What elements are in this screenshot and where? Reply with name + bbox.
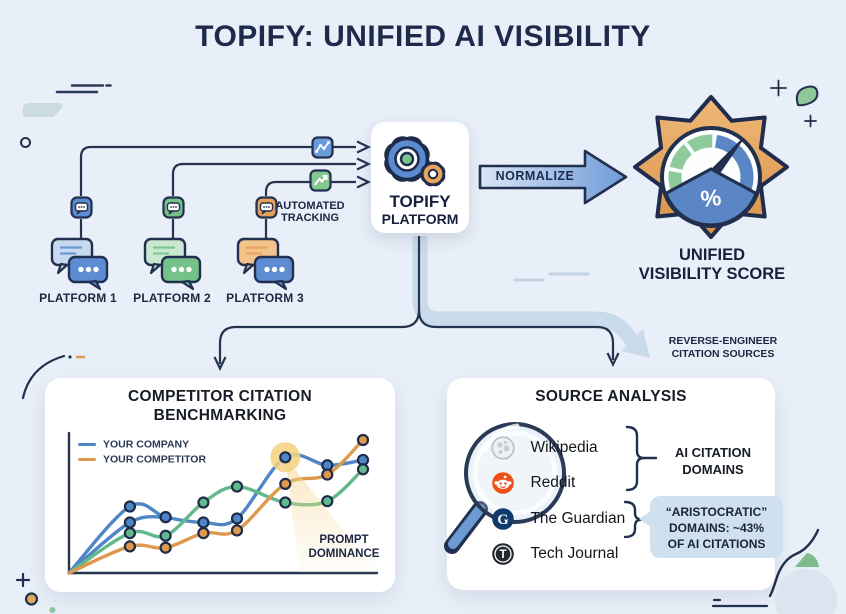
aristocratic-domains-callout: “ARISTOCRATIC” DOMAINS: ~43% OF AI CITAT… — [650, 496, 783, 558]
source-item-tech-journal: T Tech Journal — [491, 542, 618, 566]
unified-visibility-score-label: UNIFIED VISIBILITY SCORE — [638, 246, 786, 283]
chat-bubbles-icon — [143, 237, 202, 291]
legend-swatch — [78, 443, 96, 447]
bracket-top — [625, 425, 645, 492]
chart-legend: YOUR COMPANY YOUR COMPETITOR — [78, 437, 206, 467]
chat-icon — [70, 196, 93, 219]
source-label: Reddit — [530, 474, 576, 491]
orange-dot-decor — [24, 592, 39, 606]
flow-band-arrowhead-icon — [621, 329, 650, 358]
arrowhead-icon — [606, 352, 620, 368]
prompt-dominance-label: PROMPT DOMINANCE — [308, 534, 380, 560]
source-analysis-panel: SOURCE ANALYSIS Wikipedia — [444, 378, 783, 590]
competitor-benchmarking-panel: COMPETITOR CITATION BENCHMARKING YOUR CO… — [45, 378, 395, 592]
circle-decor — [20, 137, 31, 148]
chat-bubbles-icon — [236, 237, 295, 291]
topify-platform-node: TOPIFY PLATFORM — [371, 122, 469, 233]
legend-label: YOUR COMPANY — [103, 438, 190, 451]
arrowhead-icon — [213, 356, 227, 372]
hub-label-line2: PLATFORM — [381, 211, 459, 227]
dash-decor — [513, 272, 590, 282]
green-dot-decor — [49, 607, 56, 613]
legend-swatch — [78, 458, 96, 462]
blob-decor — [23, 103, 63, 117]
bracket-bottom — [623, 500, 643, 539]
line-chart-icon — [311, 136, 334, 159]
page-title: TOPIFY: UNIFIED AI VISIBILITY — [195, 20, 651, 53]
automated-tracking-label: AUTOMATED TRACKING — [275, 200, 345, 224]
platform-label: PLATFORM 3 — [226, 291, 304, 305]
benchmark-line-chart — [67, 431, 379, 575]
plus-decor — [15, 572, 31, 588]
source-label: Wikipedia — [530, 439, 598, 456]
source-label: Tech Journal — [530, 545, 619, 562]
dash-decor — [711, 598, 769, 608]
normalize-label: NORMALIZE — [495, 169, 575, 183]
gears-icon — [384, 136, 446, 187]
chat-icon — [162, 196, 185, 219]
source-title: SOURCE ANALYSIS — [535, 388, 687, 405]
arrowhead-icon — [356, 157, 372, 171]
source-label: The Guardian — [530, 510, 626, 527]
platform-label: PLATFORM 1 — [39, 291, 117, 305]
ai-citation-domains-label: AI CITATION DOMAINS — [674, 445, 752, 477]
source-item-reddit: Reddit — [491, 471, 575, 495]
benchmark-title: COMPETITOR CITATION BENCHMARKING — [128, 388, 312, 424]
svg-text:T: T — [499, 549, 506, 561]
green-triangle-decor — [795, 553, 819, 567]
visibility-score-badge-icon: % — [633, 95, 789, 239]
flow-band — [412, 236, 640, 348]
percent-symbol: % — [699, 184, 722, 212]
svg-text:G: G — [497, 512, 508, 528]
arrowhead-icon — [356, 175, 372, 189]
tech-journal-icon: T — [492, 543, 514, 565]
chat-bubbles-icon — [50, 237, 109, 291]
source-item-wikipedia: Wikipedia — [491, 436, 598, 460]
hub-label-line1: TOPIFY — [389, 192, 451, 211]
platform-label: PLATFORM 2 — [133, 291, 211, 305]
legend-label: YOUR COMPETITOR — [103, 453, 207, 466]
percent-banner — [664, 167, 758, 227]
source-item-guardian: G The Guardian — [491, 507, 625, 531]
plus-decor — [804, 114, 817, 128]
magnifier-handle — [448, 504, 485, 549]
arrowhead-icon — [356, 140, 372, 154]
reddit-icon — [492, 472, 514, 494]
trend-up-icon — [309, 169, 332, 192]
reverse-engineer-label: REVERSE-ENGINEER CITATION SOURCES — [668, 335, 778, 360]
guardian-icon: G — [492, 508, 514, 530]
wikipedia-icon — [491, 436, 515, 460]
speed-lines-icon — [55, 84, 112, 94]
